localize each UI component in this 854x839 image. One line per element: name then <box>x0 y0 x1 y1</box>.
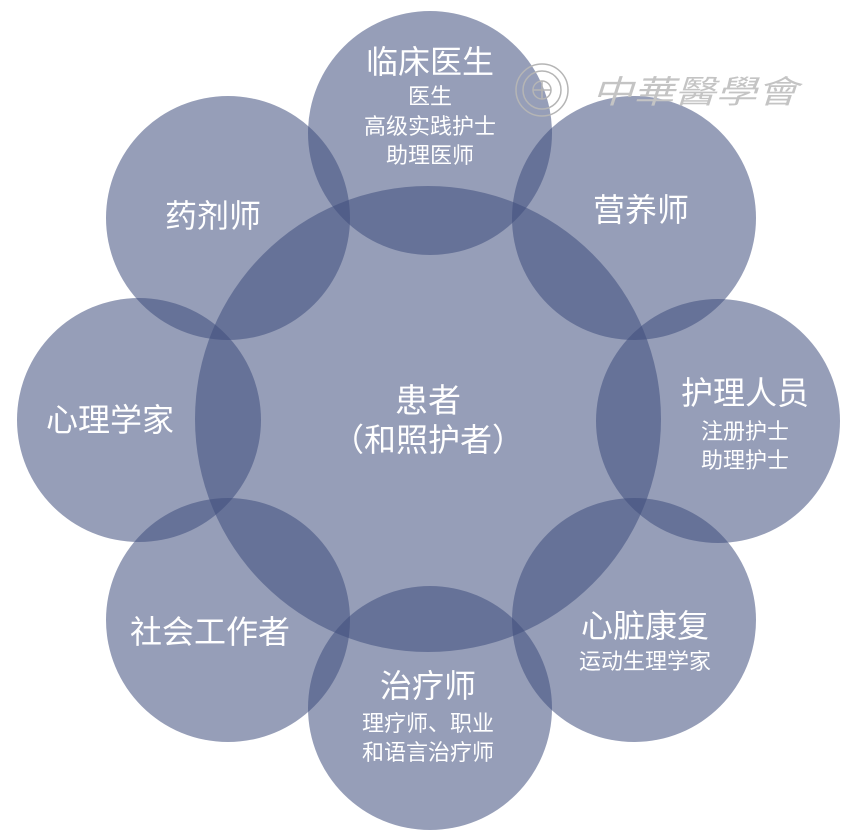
node-clinical-doctor-labels: 临床医生 医生 高级实践护士 助理医师 <box>364 43 496 169</box>
node-title-pharmacist: 药剂师 <box>165 197 261 235</box>
node-line: 注册护士 <box>701 420 789 445</box>
node-nursing-staff-labels: 护理人员 注册护士 助理护士 <box>681 374 809 474</box>
node-line: 和语言治疗师 <box>362 741 494 766</box>
node-cardiac-rehab-labels: 心脏康复 运动生理学家 <box>579 607 711 675</box>
node-title-social-worker: 社会工作者 <box>130 613 290 651</box>
node-line: 助理医师 <box>386 144 474 169</box>
node-title-psychologist: 心理学家 <box>46 401 174 439</box>
seal-icon <box>515 63 569 117</box>
watermark: 中華醫學會 <box>515 63 803 117</box>
circle-patient-center <box>195 186 661 652</box>
circle-nursing-staff <box>596 299 840 543</box>
watermark-text: 中華醫學會 <box>592 73 803 111</box>
node-title: 治疗师 <box>380 667 476 705</box>
node-therapist-labels: 治疗师 理疗师、职业 和语言治疗师 <box>362 667 494 766</box>
node-line: 理疗师、职业 <box>362 712 494 737</box>
center-title: 患者 <box>395 381 461 420</box>
node-title: 心脏康复 <box>581 607 709 645</box>
node-line: 高级实践护士 <box>364 115 496 140</box>
node-line: 助理护士 <box>701 449 789 474</box>
node-title-dietitian: 营养师 <box>593 191 689 229</box>
node-title: 临床医生 <box>366 43 494 81</box>
circle-psychologist <box>17 298 261 542</box>
node-line: 运动生理学家 <box>579 650 711 675</box>
circle-therapist <box>308 586 552 830</box>
node-line: 医生 <box>408 85 452 110</box>
node-title: 护理人员 <box>681 374 809 412</box>
center-subtitle: （和照护者） <box>332 421 524 459</box>
